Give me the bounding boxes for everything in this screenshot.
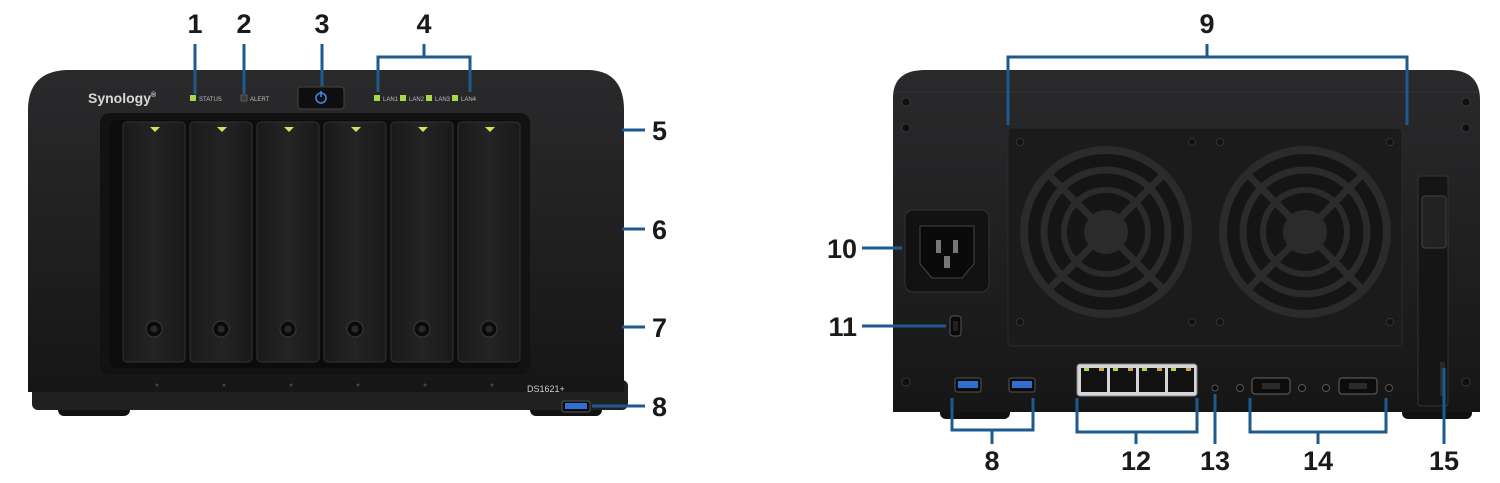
callout-10: 10 xyxy=(827,234,857,264)
drive-tray-2[interactable] xyxy=(189,121,253,363)
rear-usb-port-1[interactable] xyxy=(954,377,982,393)
drive-status-led xyxy=(284,127,294,132)
callout-7: 7 xyxy=(652,313,667,343)
callout-8: 8 xyxy=(652,392,667,422)
power-button[interactable] xyxy=(297,86,345,110)
callout-numbers: 1 2 3 4 5 6 7 8 9 10 11 8 12 13 14 15 xyxy=(187,9,1459,476)
drive-tray-1[interactable] xyxy=(122,121,186,363)
lan-port-block xyxy=(1076,363,1198,397)
drive-status-led xyxy=(217,127,227,132)
lan3-label: LAN3 xyxy=(435,97,451,103)
lan-port-3[interactable] xyxy=(1139,368,1165,392)
lan-port-1[interactable] xyxy=(1081,368,1107,392)
rear-view xyxy=(893,70,1480,419)
kensington-slot[interactable] xyxy=(949,315,962,337)
model-name: DS1621+ xyxy=(527,384,565,394)
drive-trays xyxy=(122,121,521,363)
pcie-slot[interactable] xyxy=(1417,175,1449,407)
lan2-led xyxy=(400,95,406,101)
callout-11: 11 xyxy=(828,312,857,342)
drive-tray-6[interactable] xyxy=(457,121,521,363)
lan-port-4[interactable] xyxy=(1168,368,1194,392)
synology-logo: Synology® xyxy=(88,90,157,106)
callout-14: 14 xyxy=(1303,446,1333,476)
reset-button[interactable] xyxy=(1211,384,1219,392)
drive-status-led xyxy=(418,127,428,132)
fan-2 xyxy=(1219,146,1391,318)
drive-tray-5[interactable] xyxy=(390,121,454,363)
status-label: STATUS xyxy=(199,97,222,103)
lan1-label: LAN1 xyxy=(383,97,399,103)
rear-usb-port-2[interactable] xyxy=(1008,377,1036,393)
alert-led xyxy=(240,94,248,102)
power-port[interactable] xyxy=(904,209,990,293)
esata-port-1[interactable] xyxy=(1236,377,1306,395)
callout-13: 13 xyxy=(1200,446,1230,476)
callout-lines xyxy=(193,44,1446,444)
drive-tray-3[interactable] xyxy=(256,121,320,363)
lan4-label: LAN4 xyxy=(461,97,477,103)
callout-3: 3 xyxy=(314,9,329,39)
lan2-label: LAN2 xyxy=(409,97,425,103)
callout-2: 2 xyxy=(236,9,251,39)
callout-15: 15 xyxy=(1429,446,1459,476)
esata-port-2[interactable] xyxy=(1322,377,1393,395)
callout-8b: 8 xyxy=(984,446,999,476)
alert-label: ALERT xyxy=(250,97,270,103)
drive-tray-4[interactable] xyxy=(323,121,387,363)
front-usb-port[interactable] xyxy=(561,400,591,413)
lan1-led xyxy=(374,95,380,101)
status-led xyxy=(190,95,196,101)
callout-12: 12 xyxy=(1121,446,1151,476)
lan3-led xyxy=(426,95,432,101)
callout-4: 4 xyxy=(416,9,431,39)
drive-status-led xyxy=(351,127,361,132)
fan-1 xyxy=(1020,146,1192,318)
callout-5: 5 xyxy=(652,116,667,146)
front-view: Synology® STATUS ALERT LAN1 LAN2 LAN3 LA… xyxy=(28,70,628,416)
drive-status-led xyxy=(485,127,495,132)
callout-9: 9 xyxy=(1199,9,1214,39)
drive-status-led xyxy=(150,127,160,132)
lan4-led xyxy=(452,95,458,101)
lan-port-2[interactable] xyxy=(1110,368,1136,392)
callout-1: 1 xyxy=(187,9,202,39)
callout-6: 6 xyxy=(652,215,667,245)
